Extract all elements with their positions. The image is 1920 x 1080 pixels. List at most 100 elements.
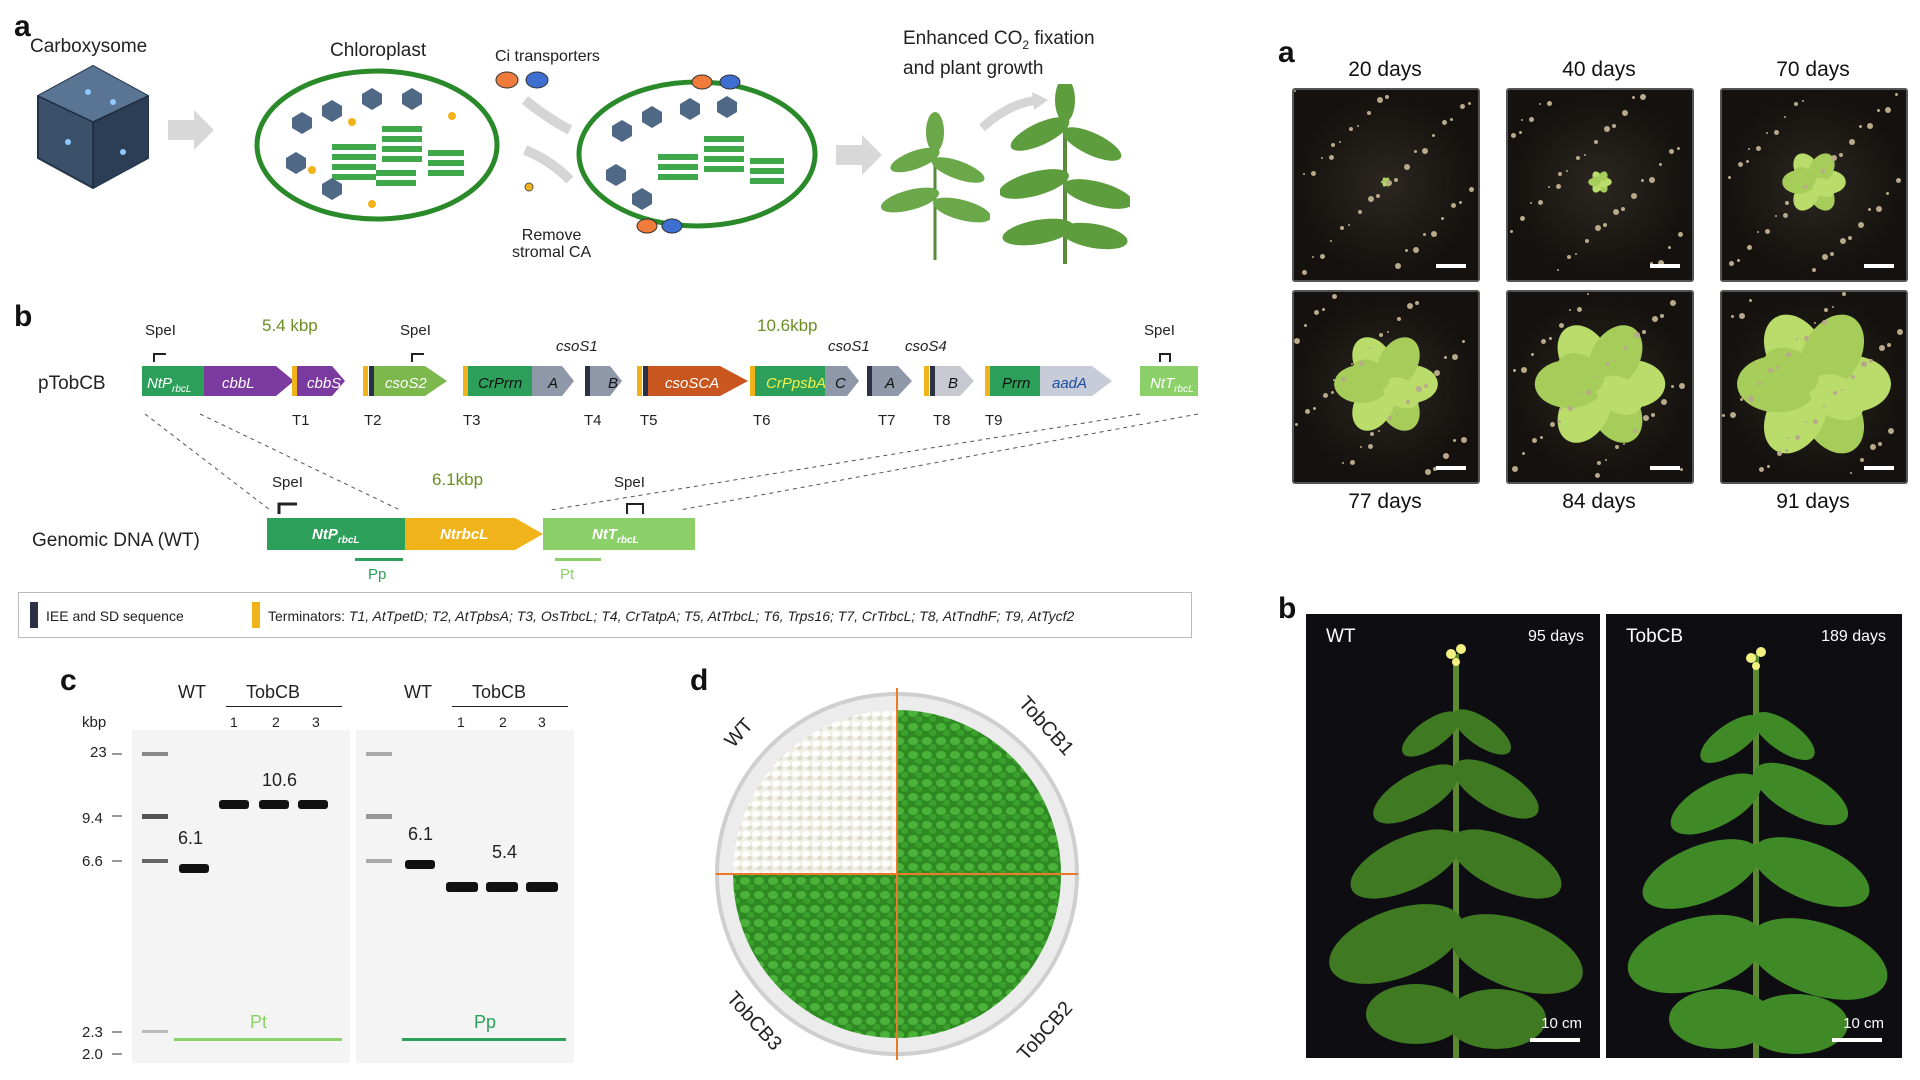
- blot-tobcb-right: TobCB: [472, 682, 527, 702]
- remove-line1: Remove: [521, 227, 582, 244]
- seedling-icon: [1737, 314, 1891, 454]
- marker-23: 23: [90, 744, 107, 761]
- day-caption-91: 91 days: [1776, 490, 1850, 513]
- gene-b-1: B: [608, 375, 619, 392]
- gene-aada: aadA: [1052, 375, 1088, 392]
- leaf: [1557, 353, 1604, 393]
- tobcb-photo-label: TobCB: [1626, 626, 1684, 647]
- terminator-t8: T8: [933, 412, 951, 429]
- probe-label-pt: Pt: [250, 1012, 268, 1032]
- spel-wt-1: SpeI: [272, 474, 303, 491]
- wt-gene-ntrbcl: NtrbcL: [440, 526, 489, 543]
- panel-b-label: b: [14, 300, 33, 333]
- wt-plant-photo: WT 95 days 10 cm: [1306, 614, 1600, 1058]
- probe-label-pp: Pp: [474, 1012, 497, 1032]
- terminator-swatch: [252, 602, 260, 628]
- lane-1-right: 1: [457, 714, 465, 730]
- terminator-t3: T3: [463, 412, 481, 429]
- arrow-icon: [980, 92, 1048, 132]
- gene-cbbl: cbbL: [222, 375, 255, 392]
- tobcb-scale-label: 10 cm: [1843, 1015, 1884, 1032]
- gene-b-2: B: [948, 375, 959, 392]
- panel-d-label: d: [690, 664, 709, 697]
- carboxysome-icon: [37, 64, 149, 190]
- lane-3-left: 3: [312, 714, 320, 730]
- day-caption-84: 84 days: [1562, 490, 1636, 513]
- lane-3-right: 3: [538, 714, 546, 730]
- carboxysome-label: Carboxysome: [30, 36, 148, 57]
- tobcb-plant-photo: TobCB 189 days 10 cm: [1606, 614, 1902, 1058]
- seedling-plate: [715, 688, 1079, 1060]
- wt-photo-label: WT: [1326, 626, 1356, 647]
- gene-crprrn: CrPrrn: [478, 375, 523, 392]
- seedling-icon: [1588, 171, 1612, 193]
- csos1-label-2: csoS1: [828, 338, 870, 355]
- leaf: [1793, 166, 1816, 187]
- lane-2-right: 2: [499, 714, 507, 730]
- enhanced-line1: Enhanced CO: [903, 28, 1023, 49]
- panel-a-label: a: [14, 10, 31, 43]
- remove-line2: stromal CA: [512, 244, 592, 261]
- band-label-6-1-left: 6.1: [178, 828, 204, 848]
- arrow-icon: [836, 135, 882, 175]
- day-caption-70: 70 days: [1776, 58, 1850, 81]
- wt-gene-ntt: NtTrbcL: [592, 526, 639, 546]
- terminator-t5: T5: [640, 412, 658, 429]
- chloroplast-engineered-icon: [576, 74, 818, 234]
- gene-a-1: A: [548, 375, 559, 392]
- leaf: [1596, 375, 1643, 415]
- terminator-t6: T6: [753, 412, 771, 429]
- gene-cbbs: cbbS: [307, 375, 342, 392]
- plant-photo-70-days: [1720, 88, 1908, 282]
- probe-pp: Pp: [368, 566, 387, 583]
- band-label-5-4: 5.4: [492, 842, 518, 862]
- gene-csosca: csoSCA: [665, 375, 720, 392]
- southern-blot-right: [356, 730, 574, 1063]
- tobacco-plant-icon: [1329, 644, 1583, 1058]
- gene-crppsba: CrPpsbA: [766, 375, 827, 392]
- legend-box: [18, 592, 1192, 638]
- marker-9-4: 9.4: [82, 810, 103, 827]
- wt-photo-days: 95 days: [1527, 628, 1584, 645]
- day-caption-77: 77 days: [1348, 490, 1422, 513]
- terminator-t2: T2: [364, 412, 382, 429]
- gene-prrn: Prrn: [1002, 375, 1031, 392]
- iee-swatch: [30, 602, 38, 628]
- spel-2: SpeI: [400, 322, 431, 339]
- legend-iee: IEE and SD sequence: [46, 608, 184, 624]
- southern-blot-left: [132, 730, 350, 1063]
- blot-underline-right: [452, 706, 568, 707]
- plant-photo-91-days: [1720, 290, 1908, 484]
- leaf: [1812, 177, 1835, 198]
- plant-photo-77-days: [1292, 290, 1480, 484]
- wt-scale-label: 10 cm: [1541, 1015, 1582, 1032]
- ptobcb-construct-map: [142, 353, 1198, 396]
- leaf: [1763, 347, 1819, 394]
- tobcb-photo-days: 189 days: [1821, 628, 1886, 645]
- leaf: [1382, 377, 1420, 409]
- enhanced-line2: and plant growth: [903, 57, 1044, 79]
- genomic-dna-label: Genomic DNA (WT): [32, 530, 200, 551]
- chloroplast-icon: [254, 68, 500, 222]
- large-plant-icon: [1000, 84, 1130, 264]
- gene-a-2: A: [885, 375, 896, 392]
- homology-lines: [144, 413, 1199, 511]
- construct-name: pTobCB: [38, 373, 106, 394]
- blot-underline-left: [226, 706, 342, 707]
- marker-6-6: 6.6: [82, 853, 103, 870]
- marker-2-3: 2.3: [82, 1024, 103, 1041]
- gene-csos2: csoS2: [385, 375, 427, 392]
- day-caption-40: 40 days: [1562, 58, 1636, 81]
- leaf: [1352, 359, 1390, 391]
- wt-gene-ntp: NtPrbcL: [312, 526, 360, 546]
- band-label-10-6: 10.6: [262, 770, 298, 790]
- probe-pt: Pt: [560, 566, 575, 583]
- size-wt: 6.1kbp: [432, 470, 484, 489]
- leaf: [1382, 179, 1387, 183]
- gene-ntp: NtPrbcL: [147, 375, 192, 395]
- seedling-icon: [1334, 337, 1438, 431]
- southern-bands: [112, 752, 566, 1055]
- tobacco-plant-icon: [1627, 647, 1888, 1058]
- arrow-icon: [521, 96, 574, 184]
- spel-1: SpeI: [145, 322, 176, 339]
